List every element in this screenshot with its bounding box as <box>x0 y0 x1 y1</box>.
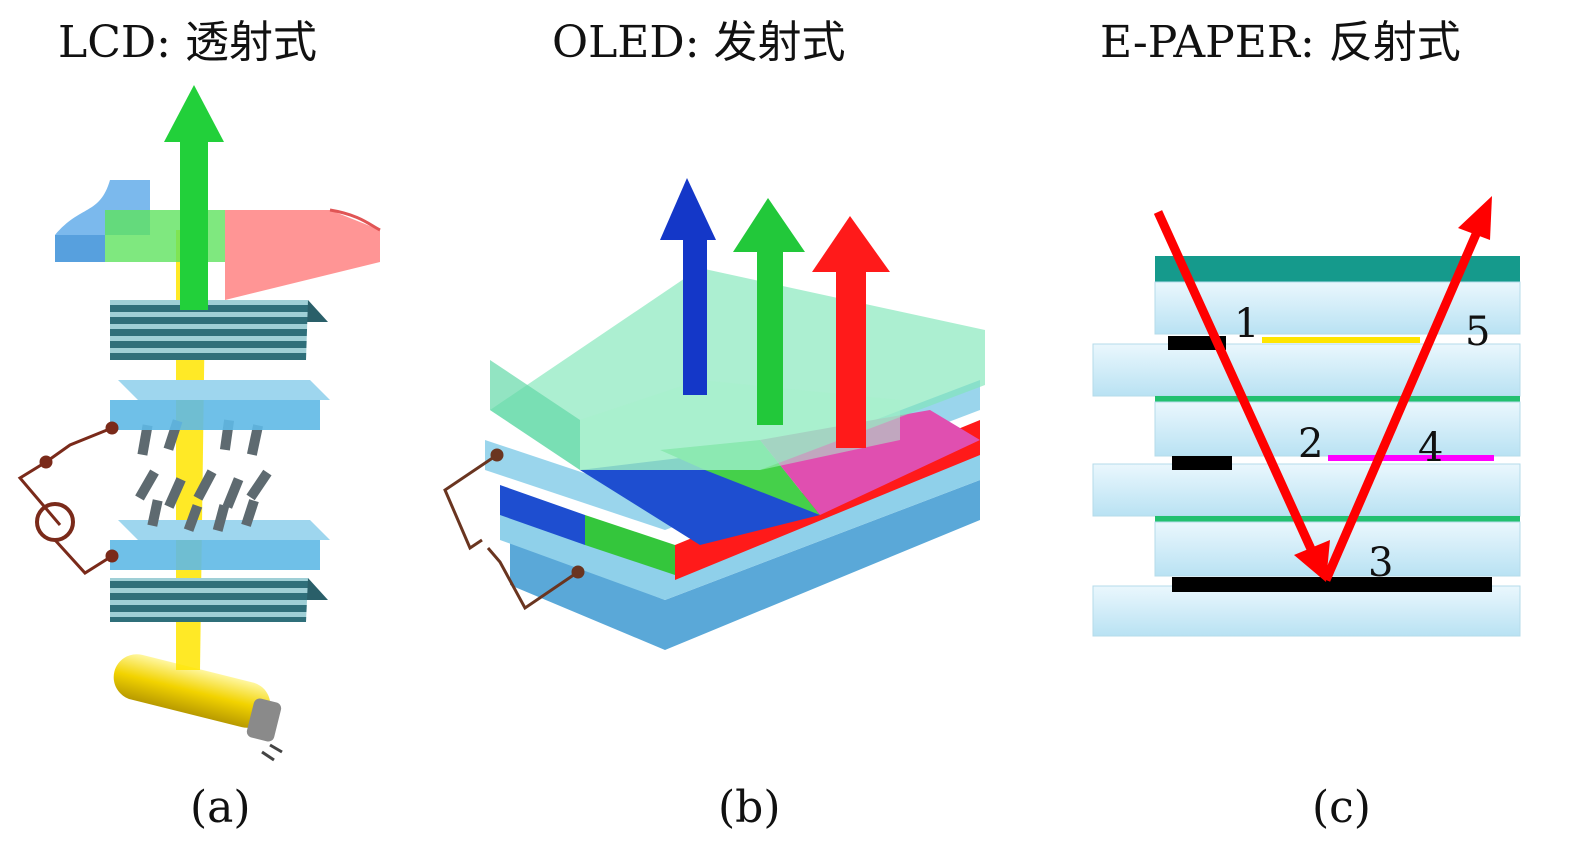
epaper-label-4: 4 <box>1418 425 1444 471</box>
caption-b: (b) <box>718 782 781 833</box>
liquid-crystal-molecules <box>135 419 272 532</box>
oled-circuit <box>443 448 585 611</box>
top-glass <box>110 380 330 430</box>
epaper-label-1: 1 <box>1234 301 1260 347</box>
glass-layer-3 <box>1154 401 1521 457</box>
bottom-polarizer <box>110 578 328 622</box>
black-bottom-layer <box>1172 577 1492 592</box>
color-filter <box>55 180 381 300</box>
green-separator-2 <box>1155 516 1520 522</box>
top-polarizer <box>110 300 328 360</box>
glass-layer-2 <box>1092 343 1521 397</box>
epaper-label-2: 2 <box>1298 421 1324 467</box>
caption-c: (c) <box>1312 782 1371 833</box>
glass-layer-6 <box>1092 585 1521 637</box>
green-separator-1 <box>1155 396 1520 402</box>
blue-pixel <box>580 455 820 545</box>
blue-light-arrow <box>660 178 716 395</box>
green-light-arrow <box>164 85 224 310</box>
epaper-diagram <box>1092 196 1521 637</box>
yellow-reflector <box>1262 337 1420 343</box>
oled-title: OLED: 发射式 <box>552 17 846 68</box>
caption-a: (a) <box>190 782 251 833</box>
reflected-light-ray <box>1321 196 1492 582</box>
green-oled-arrow <box>733 198 805 425</box>
glass-layer-4 <box>1092 463 1521 517</box>
black-absorber-2 <box>1172 456 1232 470</box>
bottom-glass <box>110 520 330 570</box>
backlight-tube <box>113 654 283 762</box>
oled-substrate <box>510 480 980 650</box>
epaper-label-5: 5 <box>1465 309 1491 355</box>
epaper-title: E-PAPER: 反射式 <box>1100 17 1461 68</box>
epaper-label-3: 3 <box>1368 540 1394 586</box>
lcd-title: LCD: 透射式 <box>58 17 317 68</box>
glass-layer-1 <box>1154 281 1521 335</box>
magenta-reflector <box>1328 455 1494 461</box>
red-light-arrow <box>812 216 890 448</box>
drive-circuit <box>17 421 119 575</box>
oled-diagram <box>443 178 985 650</box>
lcd-diagram <box>17 85 381 762</box>
incident-light-ray <box>1153 210 1330 582</box>
